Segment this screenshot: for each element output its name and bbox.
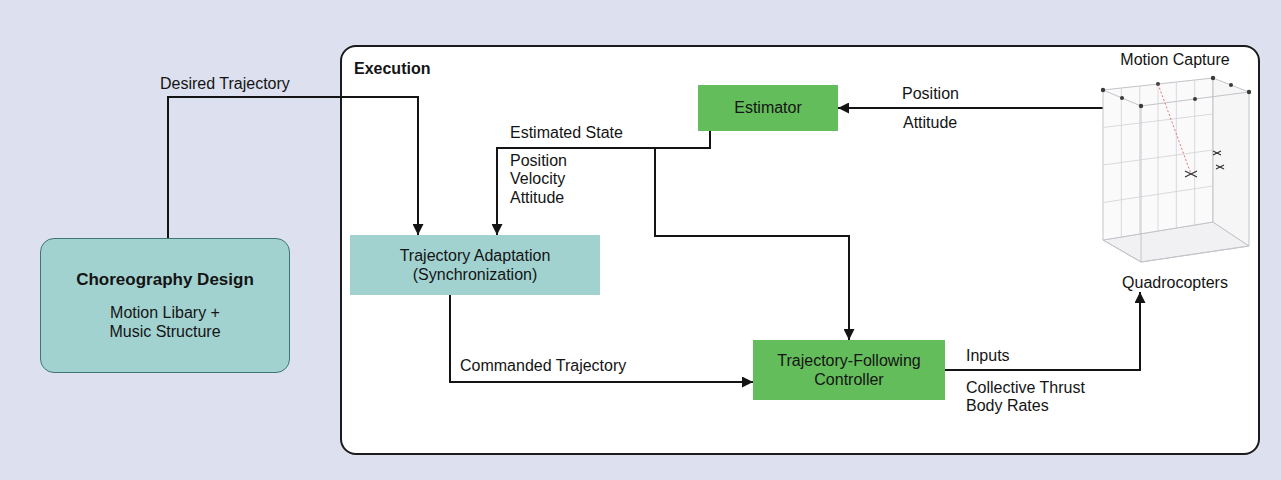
signal-arrow — [945, 292, 1140, 370]
process-label: Trajectory Adaptation (Synchronization) — [360, 246, 590, 284]
process-box: Trajectory-Following Controller — [753, 340, 945, 400]
signal-arrow — [168, 97, 418, 238]
signal-arrow — [497, 131, 710, 235]
execution-panel: EstimatorTrajectory Adaptation (Synchron… — [340, 45, 1260, 455]
design-box: Choreography DesignMotion Libary + Music… — [40, 238, 290, 373]
design-heading: Choreography Design — [76, 270, 254, 290]
design-body: Motion Libary + Music Structure — [103, 303, 228, 341]
process-label: Estimator — [734, 98, 802, 117]
process-box: Trajectory Adaptation (Synchronization) — [350, 235, 600, 295]
process-label: Trajectory-Following Controller — [763, 351, 935, 389]
edge-label: Desired Trajectory — [160, 75, 290, 93]
illustration-caption: Quadrocopters — [1120, 273, 1230, 292]
signal-arrow — [838, 107, 1105, 109]
illustration-caption: Motion Capture — [1118, 50, 1231, 69]
signal-arrow — [655, 131, 849, 340]
signal-arrow — [450, 295, 753, 382]
panel-title: Execution — [354, 59, 430, 78]
motion-capture-room — [1095, 50, 1255, 292]
process-box: Estimator — [698, 85, 838, 131]
motion-capture-node: Motion CaptureQuadrocopters — [1095, 50, 1255, 292]
